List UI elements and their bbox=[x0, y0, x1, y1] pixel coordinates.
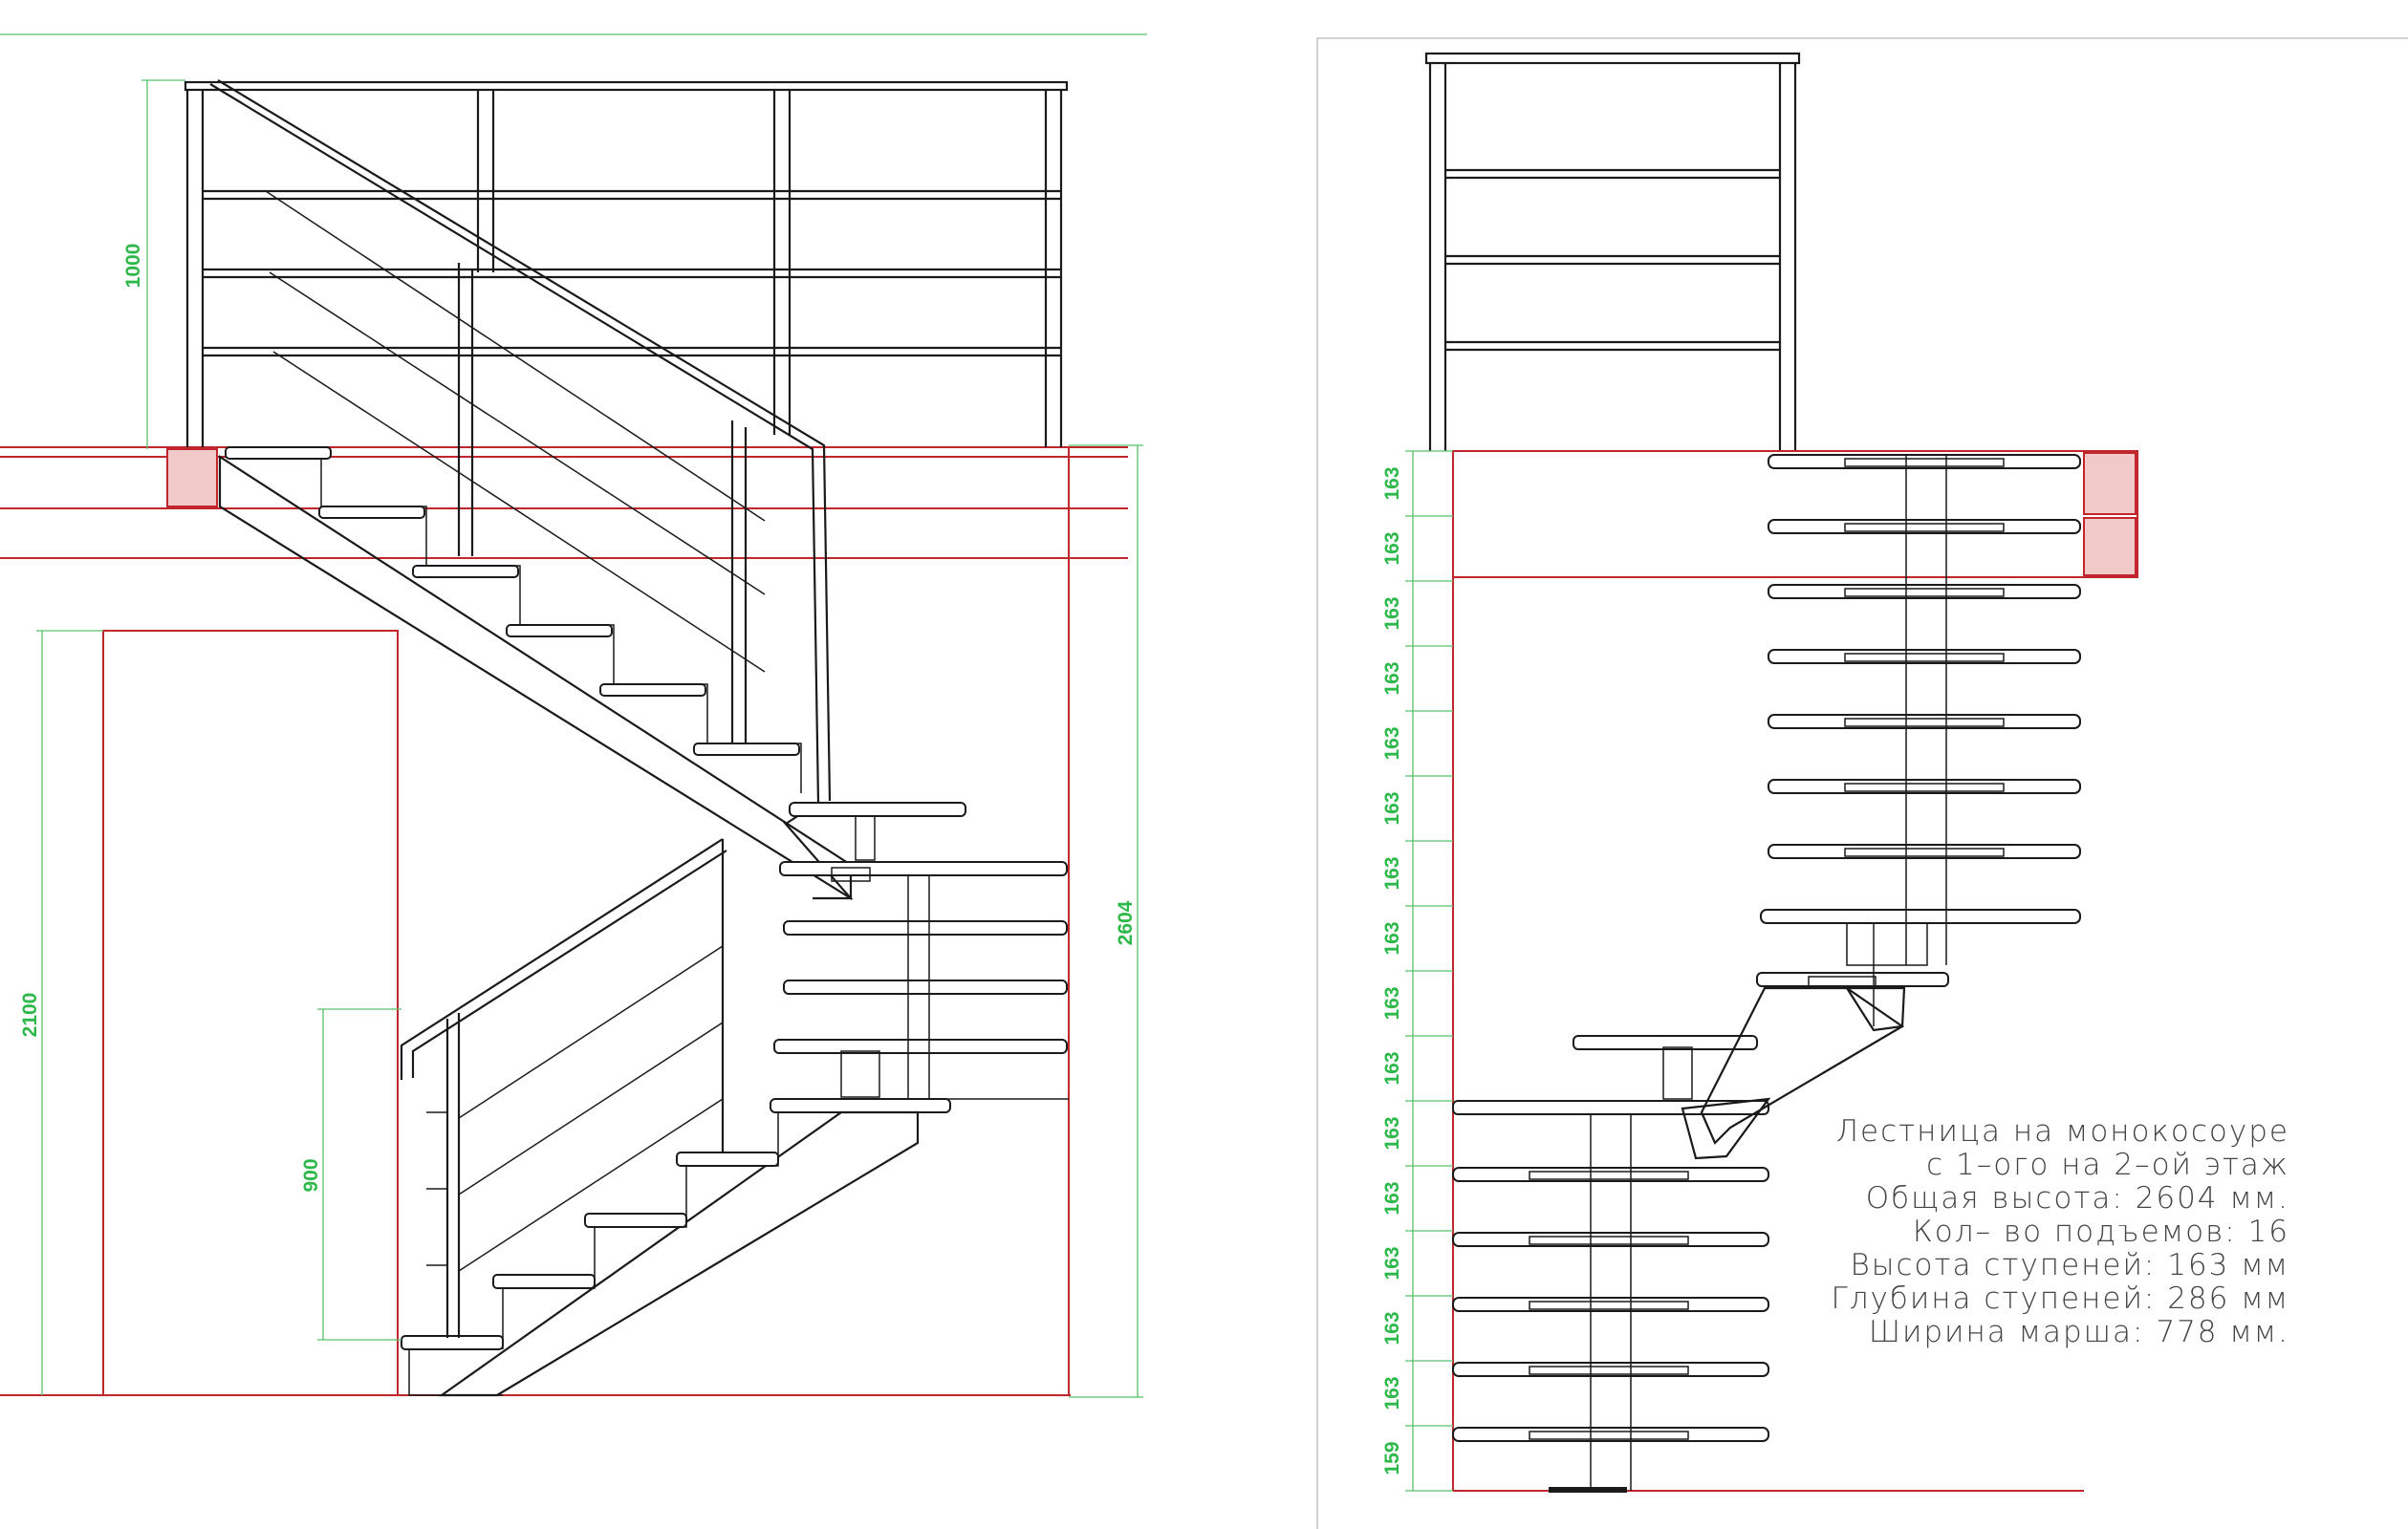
rise-label: 163 bbox=[1381, 1116, 1403, 1150]
rise-label: 163 bbox=[1381, 661, 1403, 695]
rise-label: 163 bbox=[1381, 856, 1403, 890]
rail-height-label: 900 bbox=[300, 1158, 322, 1192]
rise-label: 163 bbox=[1381, 466, 1403, 500]
front-lower-treads bbox=[1452, 1114, 1769, 1493]
notes-block: Лестница на монокосоуре с 1–ого на 2–ой … bbox=[1831, 1114, 2290, 1349]
front-view: 163 163 163 163 163 163 163 163 163 163 163 163 163 1… bbox=[1316, 37, 2408, 1529]
front-winder bbox=[1452, 922, 1949, 1160]
front-railing bbox=[1424, 52, 1801, 451]
note-line: Глубина ступеней: 286 мм bbox=[1831, 1281, 2289, 1316]
lower-handrail bbox=[400, 838, 727, 1338]
railing-height-label: 1000 bbox=[122, 244, 144, 289]
side-dimensions bbox=[36, 79, 1143, 1398]
rise-dimension-ladder bbox=[1405, 450, 1453, 1492]
rise-labels: 163 163 163 163 163 163 163 163 163 163 163 163 163 1… bbox=[1381, 466, 1403, 1475]
front-floor-slab bbox=[1452, 450, 2138, 1492]
rise-label: 163 bbox=[1381, 1246, 1403, 1280]
rise-label: 163 bbox=[1381, 1376, 1403, 1410]
rise-label: 163 bbox=[1381, 596, 1403, 630]
note-line: Высота ступеней: 163 мм bbox=[1851, 1248, 2290, 1282]
upper-steps bbox=[225, 446, 802, 793]
winder-steps bbox=[770, 802, 1069, 1113]
rise-label: 163 bbox=[1381, 1181, 1403, 1215]
upper-railing bbox=[184, 80, 1069, 447]
note-line: Ширина марша: 778 мм. bbox=[1869, 1315, 2289, 1349]
rise-label: 163 bbox=[1381, 791, 1403, 825]
frame-border bbox=[1316, 37, 2408, 1529]
note-line: Лестница на монокосоуре bbox=[1836, 1114, 2289, 1149]
slab-section-hatch bbox=[166, 448, 218, 507]
side-view: 1000 2100 900 2604 bbox=[0, 33, 1147, 1398]
rise-label: 163 bbox=[1381, 1051, 1403, 1085]
door-opening bbox=[102, 630, 399, 1396]
note-line: с 1–ого на 2–ой этаж bbox=[1926, 1148, 2289, 1182]
front-upper-treads bbox=[1760, 454, 2081, 965]
total-height-label: 2604 bbox=[1115, 900, 1137, 945]
stringer-joint bbox=[783, 821, 854, 900]
rise-label: 159 bbox=[1381, 1441, 1403, 1475]
rise-label: 163 bbox=[1381, 531, 1403, 565]
rise-label: 163 bbox=[1381, 986, 1403, 1020]
base-plate bbox=[1549, 1487, 1627, 1493]
note-line: Кол– во подъемов: 16 bbox=[1913, 1215, 2289, 1249]
lower-steps bbox=[401, 1112, 779, 1396]
door-height-label: 2100 bbox=[19, 993, 41, 1038]
rise-label: 163 bbox=[1381, 726, 1403, 760]
rise-label: 163 bbox=[1381, 1311, 1403, 1345]
note-line: Общая высота: 2604 мм. bbox=[1866, 1181, 2289, 1216]
rise-label: 163 bbox=[1381, 921, 1403, 955]
